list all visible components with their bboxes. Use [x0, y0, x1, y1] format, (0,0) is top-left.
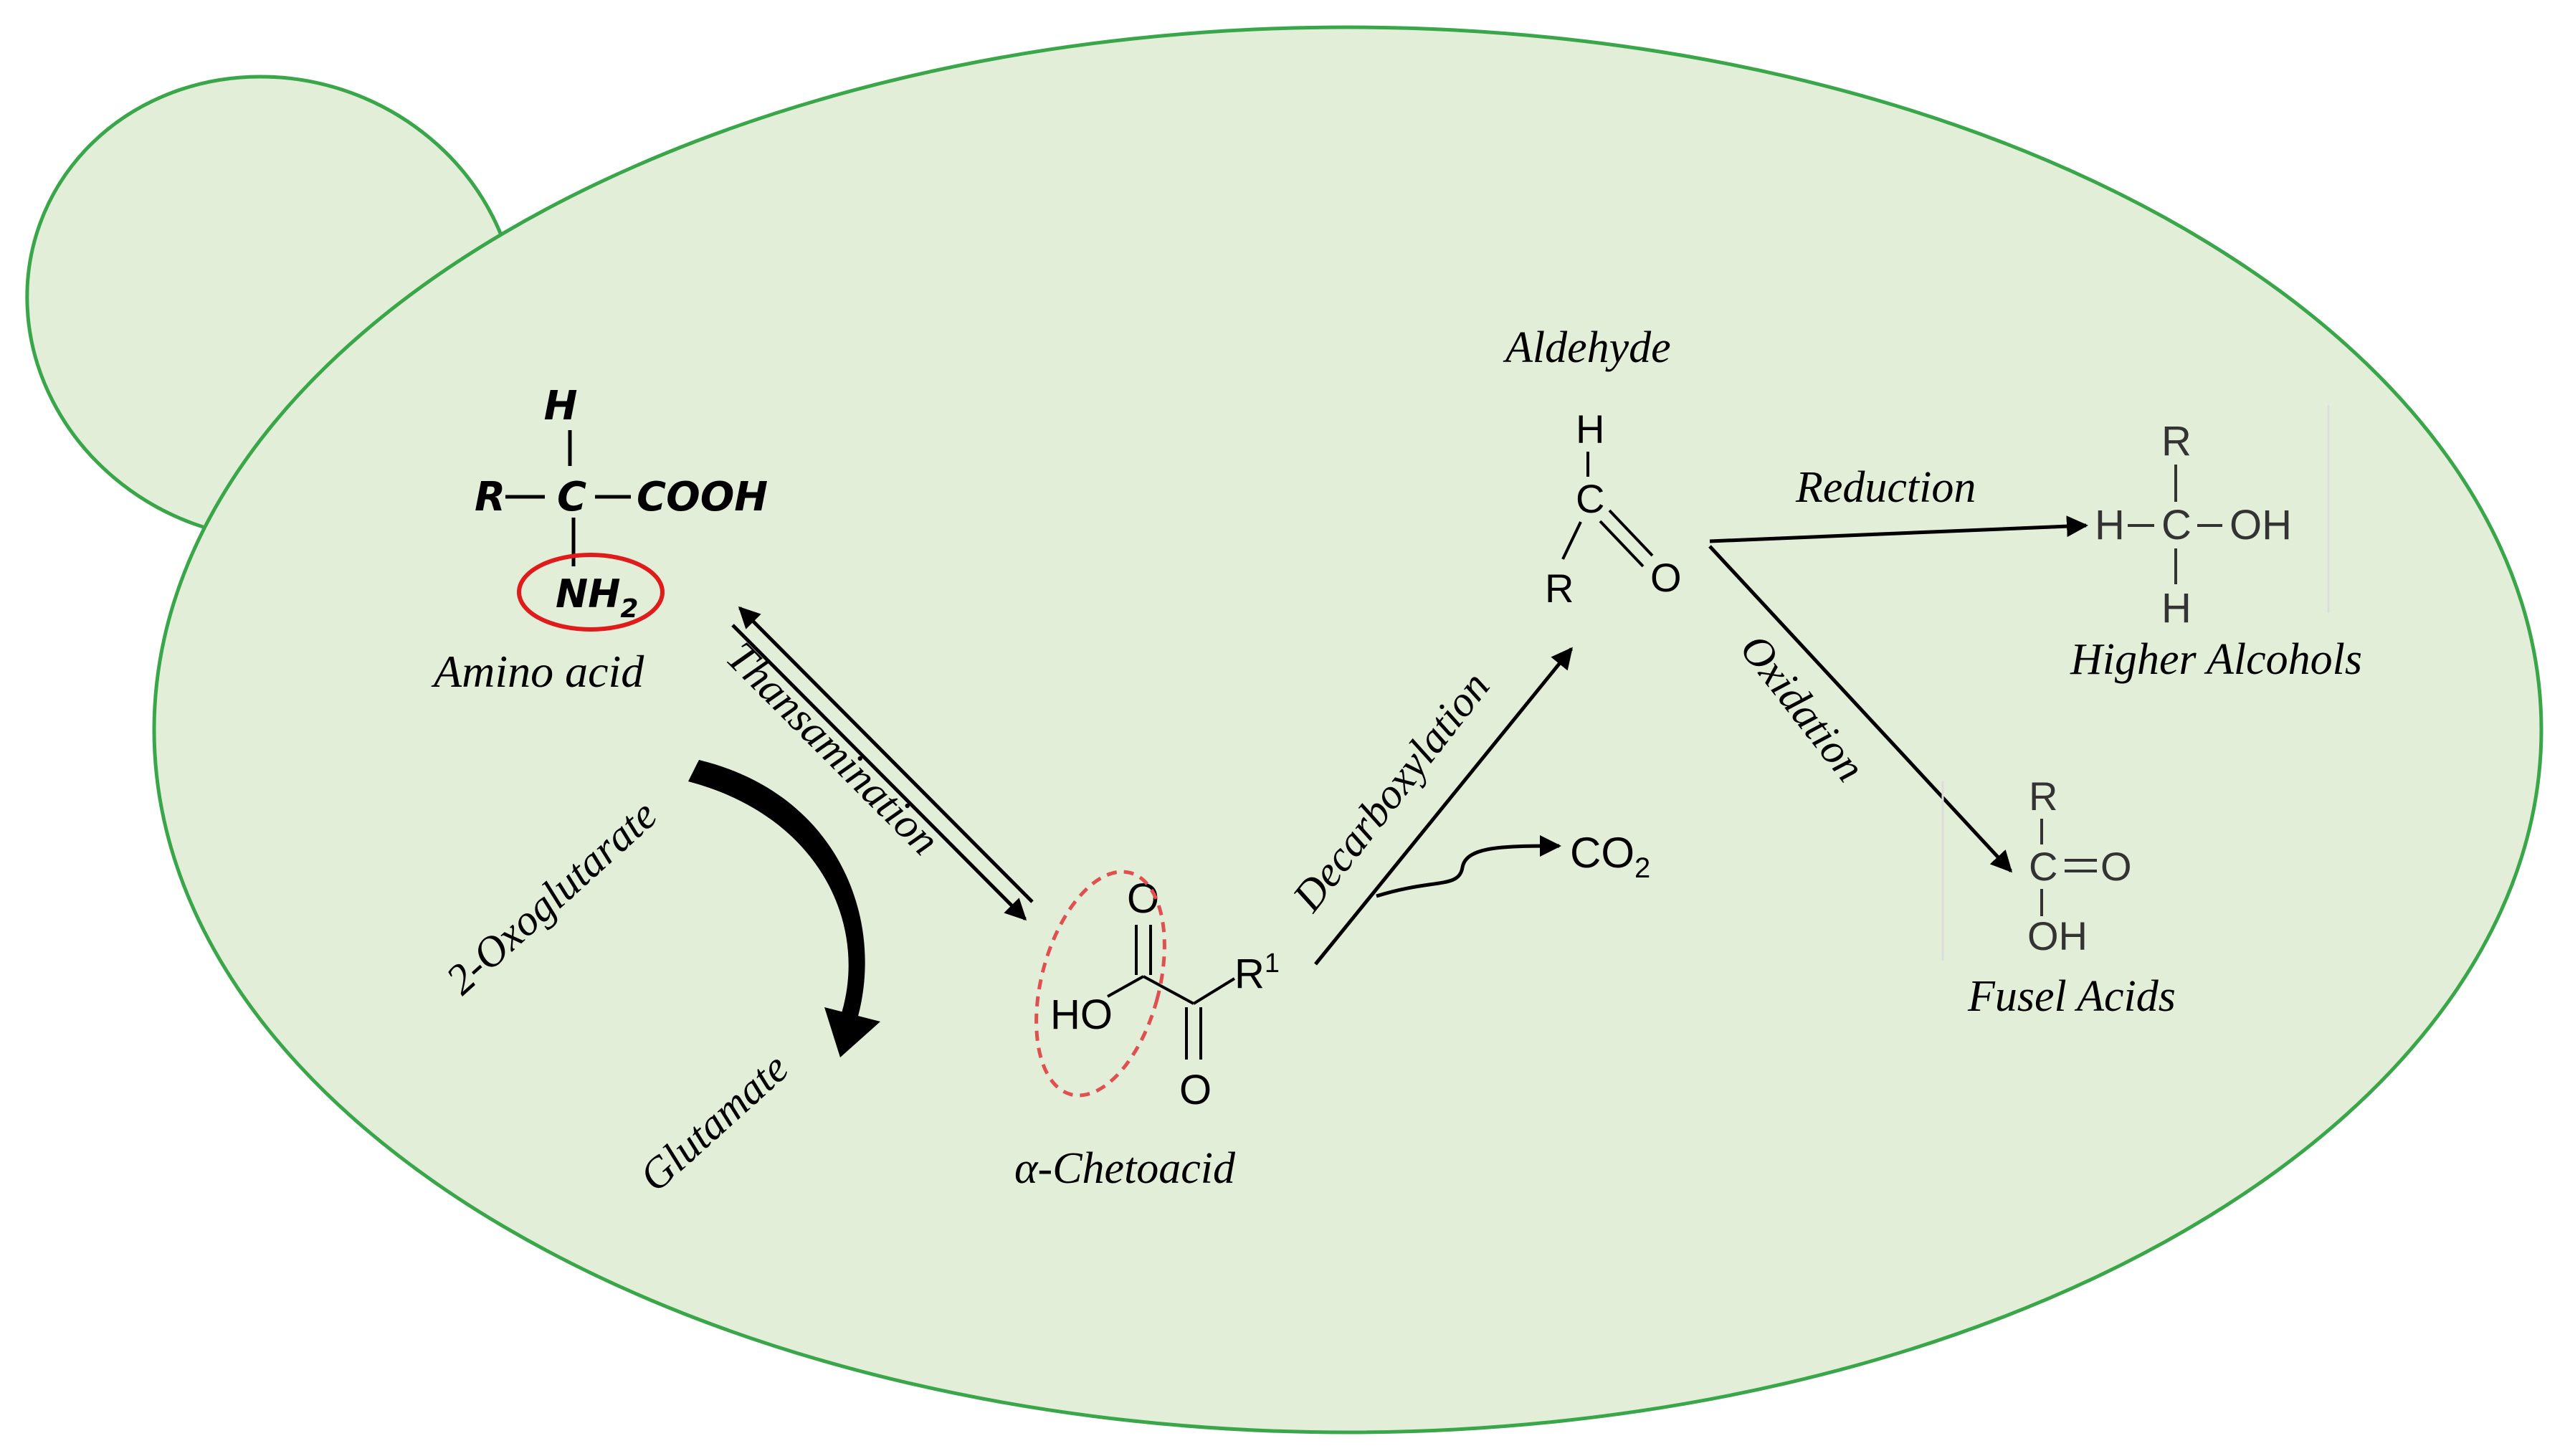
aldehyde-r: R [1545, 566, 1574, 611]
alcohol-c: C [2161, 502, 2192, 548]
reduction-arrow [1709, 515, 2088, 543]
reduction-label: Reduction [1795, 463, 1976, 512]
amino-r: R [475, 474, 505, 520]
acid-c: C [2029, 844, 2057, 889]
higher-alcohols-label: Higher Alcohols [2070, 635, 2362, 684]
aldehyde-c: C [1576, 476, 1604, 521]
amino-cooh: COOH [637, 474, 768, 520]
aldehyde-h: H [1576, 406, 1604, 452]
oxoglutarate-glutamate-arrow [688, 760, 880, 1057]
alcohol-structure: R H C OH H [2095, 405, 2330, 632]
amino-c: C [557, 474, 586, 520]
alcohol-oh: OH [2229, 502, 2292, 548]
amino-acid-structure: H R C COOH NH2 [475, 383, 768, 632]
amino-acid-label: Amino acid [431, 646, 644, 697]
fusel-acids-label: Fusel Acids [1967, 972, 2176, 1021]
amino-h: H [544, 383, 578, 429]
mother-cell-shape [152, 25, 2543, 1434]
acid-r: R [2029, 774, 2057, 819]
alcohol-h-left: H [2095, 502, 2125, 548]
alcohol-r: R [2161, 418, 2192, 465]
keto-r1: R1 [1234, 948, 1280, 997]
decarboxylation-arrow [1314, 647, 1573, 966]
yeast-cell [25, 25, 2543, 1434]
amine-highlight-circle [517, 553, 665, 632]
keto-acid-label: α-Chetoacid [1014, 1144, 1236, 1193]
acid-o: O [2100, 844, 2132, 889]
aldehyde-o: O [1650, 555, 1682, 600]
co2-label: CO2 [1570, 829, 1650, 884]
alcohol-h-bottom: H [2161, 585, 2192, 632]
keto-o-top: O [1127, 875, 1159, 922]
keto-o-bottom: O [1179, 1067, 1212, 1113]
acid-oh: OH [2027, 913, 2088, 958]
aldehyde-structure: H C R O [1545, 406, 1682, 611]
aldehyde-label: Aldehyde [1503, 323, 1671, 372]
oxidation-arrow [1708, 545, 2013, 873]
acid-structure: R C O OH [1941, 774, 2132, 961]
transamination-arrows [731, 606, 1034, 921]
keto-ho: HO [1050, 991, 1113, 1038]
carboxyl-highlight-dashed [1034, 870, 1166, 1098]
amino-nh: NH2 [556, 571, 638, 624]
keto-acid-structure: O HO O R1 [1034, 870, 1280, 1113]
